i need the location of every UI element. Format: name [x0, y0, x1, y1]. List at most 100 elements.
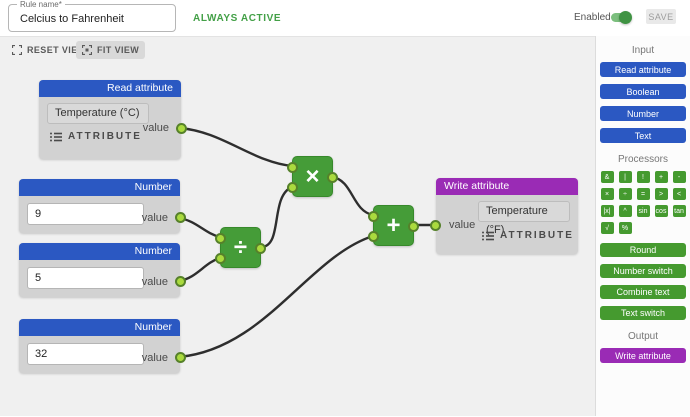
palette-op-sin[interactable]: sin	[636, 205, 650, 217]
attribute-selector-label: ATTRIBUTE	[500, 230, 574, 241]
enabled-toggle[interactable]	[611, 11, 632, 24]
wire-number5-to-divide	[177, 256, 222, 283]
fit-view-icon	[82, 45, 92, 55]
divide-symbol: ÷	[233, 233, 248, 261]
number-node-5[interactable]: Number value	[19, 243, 186, 297]
rule-name-label: Rule name*	[17, 0, 65, 9]
palette-op-modulo[interactable]: %	[618, 222, 632, 234]
reset-view-icon	[12, 45, 22, 55]
number-node-9[interactable]: Number value	[19, 179, 186, 233]
palette-op-plus[interactable]: +	[654, 171, 668, 183]
palette-read-attribute[interactable]: Read attribute	[600, 62, 686, 77]
palette-op-sqrt[interactable]: √	[600, 222, 614, 234]
palette-combine-text[interactable]: Combine text	[600, 285, 686, 299]
top-header: Rule name* ALWAYS ACTIVE Enabled SAVE	[0, 0, 690, 36]
number32-output-port[interactable]	[175, 352, 186, 363]
palette-sidebar: Input Read attribute Boolean Number Text…	[595, 36, 690, 416]
palette-number[interactable]: Number	[600, 106, 686, 121]
attribute-selector[interactable]: ATTRIBUTE	[482, 230, 574, 241]
wire-divide-to-multiply	[260, 185, 294, 249]
wire-multiply-to-add	[330, 175, 375, 217]
wire-layer	[177, 126, 438, 359]
fit-view-button[interactable]: FIT VIEW	[76, 41, 146, 59]
palette-boolean[interactable]: Boolean	[600, 84, 686, 99]
palette-op-multiply[interactable]: ×	[600, 188, 614, 200]
palette-op-or[interactable]: |	[618, 171, 632, 183]
write-attribute-node[interactable]: Write attribute value Temperature (°F) A…	[430, 178, 578, 254]
rule-name-input[interactable]	[9, 5, 175, 31]
read-attribute-node-title: Read attribute	[39, 80, 181, 97]
write-attribute-port-label: value	[449, 219, 476, 231]
wire-number32-to-add	[177, 234, 375, 359]
reset-view-button[interactable]: RESET VIEW	[6, 41, 93, 59]
multiply-symbol: ×	[305, 162, 320, 190]
status-badge: ALWAYS ACTIVE	[193, 13, 282, 24]
number5-output-port[interactable]	[175, 276, 186, 287]
add-input-port-2[interactable]	[368, 231, 379, 242]
number-port-label: value	[141, 276, 168, 288]
palette-op-minus[interactable]: -	[672, 171, 686, 183]
list-icon	[482, 231, 494, 240]
read-attribute-output-port[interactable]	[176, 123, 187, 134]
palette-op-power[interactable]: ^	[618, 205, 632, 217]
palette-number-switch[interactable]: Number switch	[600, 264, 686, 278]
palette-round[interactable]: Round	[600, 243, 686, 257]
number9-output-port[interactable]	[175, 212, 186, 223]
wire-number9-to-divide	[177, 216, 222, 239]
list-icon	[50, 132, 62, 141]
add-input-port-1[interactable]	[368, 211, 379, 222]
save-button[interactable]: SAVE	[646, 9, 676, 24]
write-attribute-input-port[interactable]	[430, 220, 441, 231]
palette-write-attribute[interactable]: Write attribute	[600, 348, 686, 363]
number-node-32[interactable]: Number value	[19, 319, 186, 373]
attribute-selector-label: ATTRIBUTE	[68, 131, 142, 142]
add-output-port[interactable]	[408, 221, 419, 232]
output-section-heading: Output	[627, 331, 659, 342]
operator-palette: & | ! + - × ÷ = > < |x| ^ sin cos tan √ …	[600, 171, 686, 234]
reset-view-label: RESET VIEW	[27, 45, 87, 55]
divide-output-port[interactable]	[255, 243, 266, 254]
multiply-output-port[interactable]	[327, 172, 338, 183]
number-port-label: value	[141, 352, 168, 364]
read-attribute-node[interactable]: Read attribute Temperature (°C) value AT…	[39, 80, 187, 159]
palette-text[interactable]: Text	[600, 128, 686, 143]
input-section-heading: Input	[631, 45, 655, 56]
multiply-input-port-1[interactable]	[287, 162, 298, 173]
palette-op-greater[interactable]: >	[654, 188, 668, 200]
multiply-input-port-2[interactable]	[287, 182, 298, 193]
palette-op-and[interactable]: &	[600, 171, 614, 183]
toggle-thumb	[619, 11, 632, 24]
add-node[interactable]: +	[368, 205, 419, 246]
read-attribute-value-box: Temperature (°C)	[47, 103, 149, 124]
wire-read-to-multiply	[177, 126, 294, 168]
number-value-input[interactable]	[27, 203, 144, 225]
flow-canvas[interactable]: RESET VIEW FIT VIEW Read attribute Tempe…	[0, 36, 595, 416]
divide-node[interactable]: ÷	[215, 227, 266, 268]
palette-op-equals[interactable]: =	[636, 188, 650, 200]
palette-op-tan[interactable]: tan	[672, 205, 686, 217]
enabled-label: Enabled	[574, 12, 611, 23]
number-port-label: value	[141, 212, 168, 224]
palette-text-switch[interactable]: Text switch	[600, 306, 686, 320]
palette-op-divide[interactable]: ÷	[618, 188, 632, 200]
multiply-node[interactable]: ×	[287, 156, 338, 197]
palette-op-less[interactable]: <	[672, 188, 686, 200]
number-node-title: Number	[19, 243, 180, 260]
number-value-input[interactable]	[27, 267, 144, 289]
add-symbol: +	[386, 211, 401, 239]
divide-input-port-1[interactable]	[215, 233, 226, 244]
attribute-selector[interactable]: ATTRIBUTE	[50, 131, 142, 142]
write-attribute-value-box: Temperature (°F)	[478, 201, 570, 236]
number-node-title: Number	[19, 319, 180, 336]
processors-section-heading: Processors	[617, 154, 668, 165]
palette-op-cos[interactable]: cos	[654, 205, 668, 217]
number-node-title: Number	[19, 179, 180, 196]
read-attribute-port-label: value	[142, 122, 169, 134]
write-attribute-node-title: Write attribute	[436, 178, 578, 195]
palette-op-abs[interactable]: |x|	[600, 205, 614, 217]
divide-input-port-2[interactable]	[215, 253, 226, 264]
fit-view-label: FIT VIEW	[97, 45, 140, 55]
number-value-input[interactable]	[27, 343, 144, 365]
rule-name-field[interactable]: Rule name*	[8, 0, 176, 32]
palette-op-not[interactable]: !	[636, 171, 650, 183]
